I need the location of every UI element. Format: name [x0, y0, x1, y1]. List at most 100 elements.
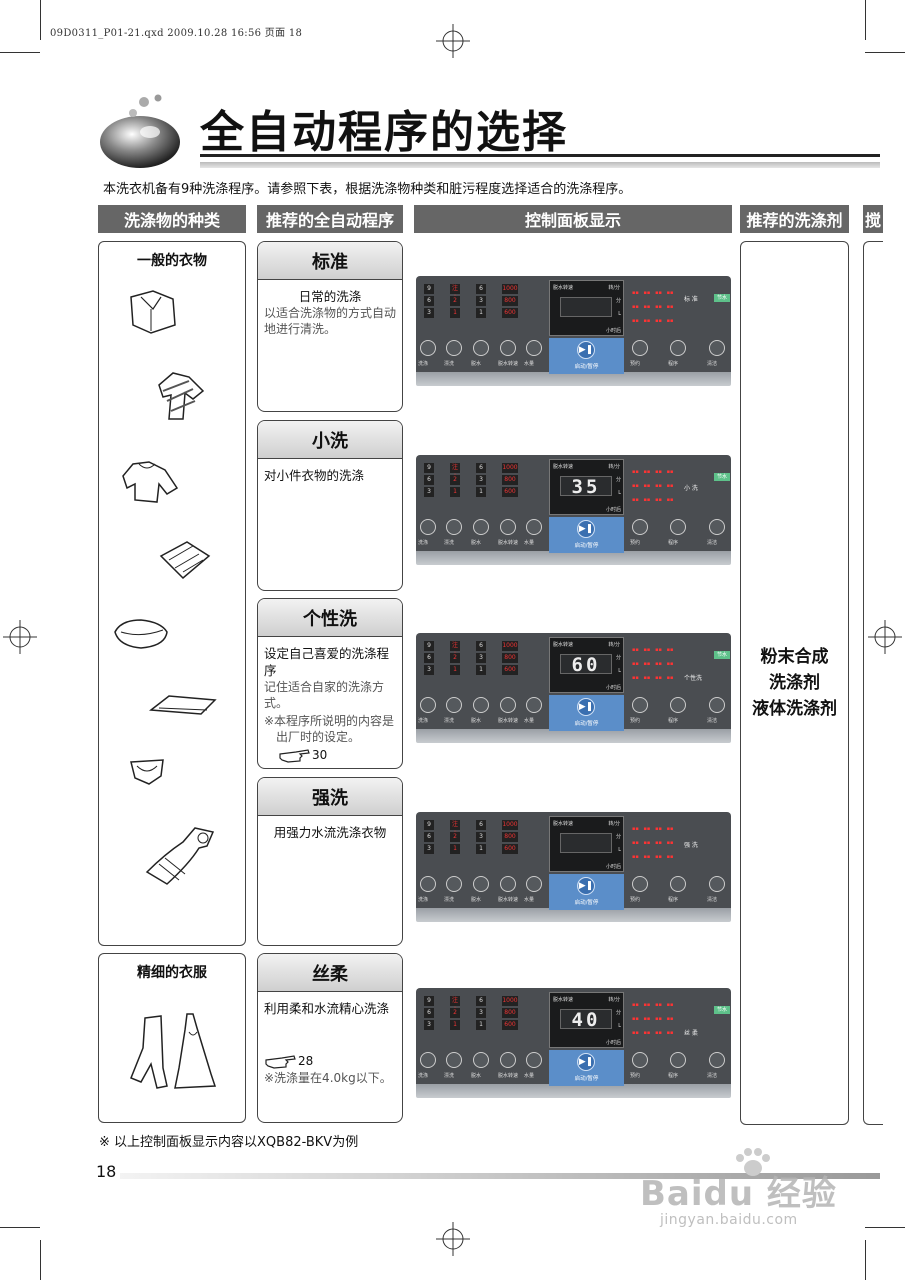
- led-value: 2: [450, 475, 460, 485]
- baidu-watermark: Baidu 经验 jingyan.baidu.com: [640, 1148, 860, 1238]
- program-name: 丝柔: [258, 954, 402, 992]
- next-column-box: [863, 241, 883, 1125]
- rinse-button[interactable]: [446, 519, 462, 535]
- lcd-hour-unit: 小时后: [605, 1040, 621, 1046]
- led-value: 800: [502, 832, 518, 842]
- play-pause-icon: ▶❚: [577, 877, 595, 895]
- lcd-readout: 40: [560, 1009, 612, 1030]
- led-value: 3: [476, 296, 486, 306]
- start-pause-label: 启动/暂停: [574, 364, 599, 370]
- rinse-button[interactable]: [446, 876, 462, 892]
- spin-speed-button[interactable]: [500, 340, 516, 356]
- spin-button[interactable]: [473, 340, 489, 356]
- panel-trim: [416, 551, 731, 565]
- program-button[interactable]: [670, 519, 686, 535]
- water-level-button[interactable]: [526, 340, 542, 356]
- page-reference: 28: [264, 1053, 396, 1070]
- led-value: 800: [502, 653, 518, 663]
- clean-button[interactable]: [709, 519, 725, 535]
- spin-speed-button[interactable]: [500, 697, 516, 713]
- spin-button[interactable]: [473, 1052, 489, 1068]
- led-value: 600: [502, 308, 518, 318]
- spin-speed-label: 脱水转速: [498, 897, 519, 903]
- water-level-button[interactable]: [526, 1052, 542, 1068]
- clean-button[interactable]: [709, 697, 725, 713]
- led-value: 3: [476, 475, 486, 485]
- title-rule: [200, 154, 880, 157]
- timer-button[interactable]: [632, 697, 648, 713]
- led-value: 1: [476, 308, 486, 318]
- timer-button[interactable]: [632, 519, 648, 535]
- timer-button[interactable]: [632, 340, 648, 356]
- program-indicator-lights: ▪▪ ▪▪ ▪▪ ▪▪: [632, 826, 674, 832]
- water-level-label: 水量: [524, 540, 535, 546]
- start-pause-button[interactable]: ▶❚启动/暂停: [549, 874, 624, 910]
- lcd-l-unit: L: [618, 847, 621, 853]
- spin-button[interactable]: [473, 876, 489, 892]
- led-value: 3: [476, 832, 486, 842]
- control-panel: 963注水216311000800600脱水转速转/分分L小时后40▶❚启动/暂…: [416, 988, 731, 1100]
- lcd-l-unit: L: [618, 490, 621, 496]
- timer-button[interactable]: [632, 876, 648, 892]
- registration-mark-icon: [436, 1222, 470, 1256]
- spin-speed-button[interactable]: [500, 1052, 516, 1068]
- spin-button[interactable]: [473, 697, 489, 713]
- led-value: 800: [502, 475, 518, 485]
- program-button[interactable]: [670, 1052, 686, 1068]
- program-sub: 以适合洗涤物的方式自动地进行清洗。: [264, 306, 397, 336]
- wash-button[interactable]: [420, 1052, 436, 1068]
- start-pause-button[interactable]: ▶❚启动/暂停: [549, 1050, 624, 1086]
- program-button[interactable]: [670, 876, 686, 892]
- rinse-button[interactable]: [446, 1052, 462, 1068]
- program-indicator-lights: ▪▪ ▪▪ ▪▪ ▪▪: [632, 483, 674, 489]
- water-level-label: 水量: [524, 1073, 535, 1079]
- led-value: 6: [424, 653, 434, 663]
- program-name: 个性洗: [258, 599, 402, 637]
- wash-button[interactable]: [420, 340, 436, 356]
- led-value: 1: [450, 487, 460, 497]
- program-main: 设定自己喜爱的洗涤程序: [264, 646, 390, 678]
- program-button[interactable]: [670, 340, 686, 356]
- start-pause-button[interactable]: ▶❚启动/暂停: [549, 338, 624, 374]
- lcd-min-unit: 分: [615, 834, 621, 840]
- clean-button[interactable]: [709, 876, 725, 892]
- water-level-label: 水量: [524, 361, 535, 367]
- spin-button[interactable]: [473, 519, 489, 535]
- program-silk: 丝柔 利用柔和水流精心洗涤 28 ※洗涤量在4.0kg以下。: [257, 953, 403, 1123]
- led-value: 9: [424, 284, 434, 294]
- rinse-button[interactable]: [446, 697, 462, 713]
- led-value: 1: [450, 844, 460, 854]
- wash-button[interactable]: [420, 876, 436, 892]
- lcd-rpm-unit: 转/分: [608, 997, 620, 1003]
- lcd-hour-unit: 小时后: [605, 328, 621, 334]
- spin-speed-button[interactable]: [500, 519, 516, 535]
- clean-button[interactable]: [709, 1052, 725, 1068]
- program-indicator-label: 个性洗: [684, 675, 703, 682]
- water-level-button[interactable]: [526, 519, 542, 535]
- category-label: 精细的衣服: [137, 965, 207, 981]
- water-level-button[interactable]: [526, 697, 542, 713]
- timer-label: 预约: [630, 540, 641, 546]
- column-header-program: 推荐的全自动程序: [257, 205, 403, 233]
- rinse-label: 漂洗: [444, 1073, 455, 1079]
- clean-button[interactable]: [709, 340, 725, 356]
- program-button[interactable]: [670, 697, 686, 713]
- led-value: 1000: [502, 641, 518, 651]
- program-name: 小洗: [258, 421, 402, 459]
- water-level-button[interactable]: [526, 876, 542, 892]
- spin-label: 脱水: [471, 1073, 482, 1079]
- pointing-hand-icon: [265, 1054, 296, 1069]
- timer-button[interactable]: [632, 1052, 648, 1068]
- wash-button[interactable]: [420, 519, 436, 535]
- wash-label: 洗涤: [418, 718, 429, 724]
- start-pause-button[interactable]: ▶❚启动/暂停: [549, 517, 624, 553]
- program-indicator-label: 丝 柔: [684, 1030, 698, 1037]
- start-pause-button[interactable]: ▶❚启动/暂停: [549, 695, 624, 731]
- led-value: 800: [502, 1008, 518, 1018]
- rinse-button[interactable]: [446, 340, 462, 356]
- wash-button[interactable]: [420, 697, 436, 713]
- lcd-min-unit: 分: [615, 477, 621, 483]
- led-value: 1000: [502, 463, 518, 473]
- spin-speed-button[interactable]: [500, 876, 516, 892]
